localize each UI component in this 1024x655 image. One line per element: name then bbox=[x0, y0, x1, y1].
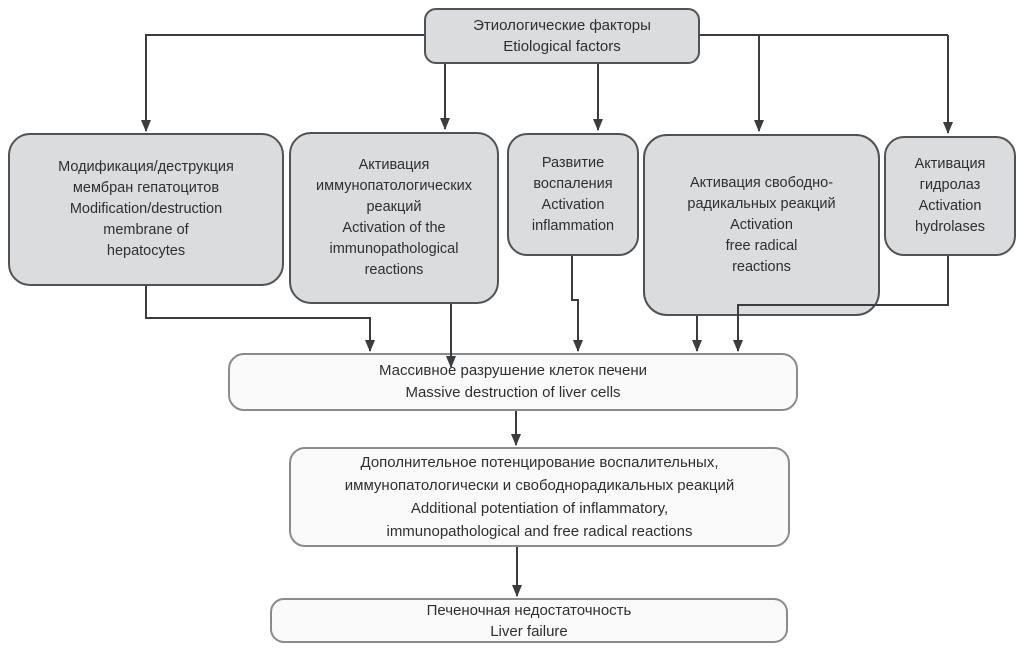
node-membrane-modification: Модификация/деструкция мембран гепатоцит… bbox=[8, 133, 284, 286]
connector-etiological-to-membrane bbox=[141, 34, 424, 132]
node-free-radical-reactions: Активация свободно- радикальных реакций … bbox=[643, 134, 880, 316]
node-hydrolases: Активация гидролаз Activation hydrolases bbox=[884, 136, 1016, 256]
node-inflammation: Развитие воспаления Activation inflammat… bbox=[507, 133, 639, 256]
connector-inflammation-to-massive bbox=[571, 256, 583, 352]
node-immunopathological-reactions: Активация иммунопатологических реакций A… bbox=[289, 132, 499, 304]
node-liver-failure: Печеночная недостаточность Liver failure bbox=[270, 598, 788, 643]
node-additional-potentiation: Дополнительное потенцирование воспалител… bbox=[289, 447, 790, 547]
node-etiological-factors: Этиологические факторы Etiological facto… bbox=[424, 8, 700, 64]
node-massive-destruction: Массивное разрушение клеток печени Massi… bbox=[228, 353, 798, 411]
